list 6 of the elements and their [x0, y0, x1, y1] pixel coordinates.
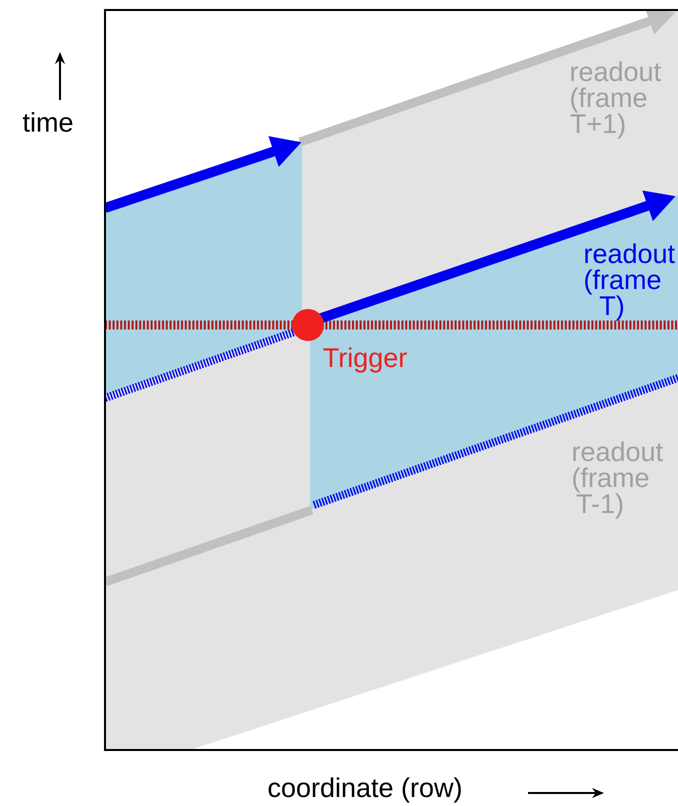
axis-label: time [22, 112, 72, 132]
axis-label: coordinate (row) [268, 777, 461, 803]
readout-label: readout (frame T+1) [570, 61, 661, 139]
readout-label: readout (frame T) [585, 243, 675, 321]
readout-label: readout (frame T-1) [573, 441, 663, 519]
trigger-label: Trigger [323, 347, 407, 373]
